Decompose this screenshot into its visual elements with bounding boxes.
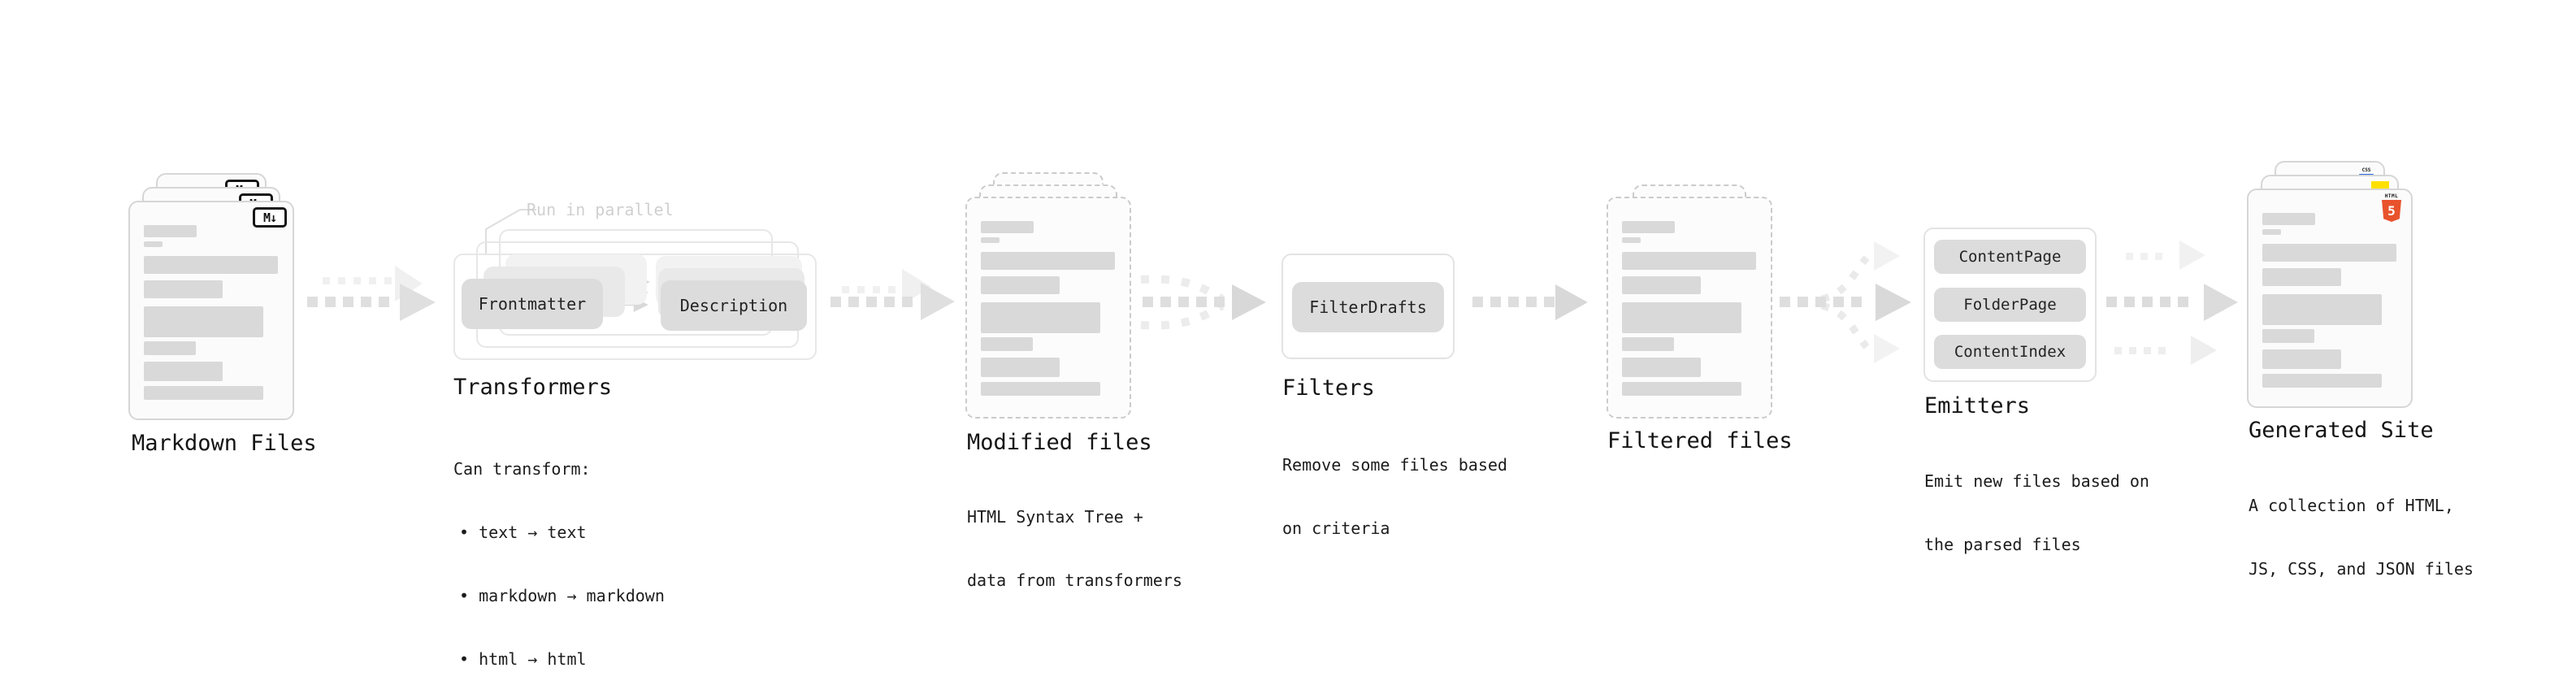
stage-sub-emitters: Emit new files based on the parsed files bbox=[1924, 428, 2149, 597]
emitters-card: ContentPage FolderPage ContentIndex bbox=[1923, 228, 2097, 382]
stage-label-generated-site: Generated Site bbox=[2249, 418, 2434, 443]
placeholder-text-lines bbox=[981, 221, 1115, 396]
doc-card bbox=[1607, 197, 1772, 419]
sub-line: the parsed files bbox=[1924, 535, 2081, 554]
description-chip: Description bbox=[661, 280, 807, 331]
doc-card: M↓ bbox=[128, 201, 294, 420]
generated-site-stack: CSS HTML 5 bbox=[2247, 161, 2413, 408]
sub-line: Emit new files based on bbox=[1924, 471, 2149, 491]
sub-line: A collection of HTML, bbox=[2249, 496, 2454, 515]
arrow-modified-to-filters bbox=[1140, 275, 1266, 330]
stage-label-filtered-files: Filtered files bbox=[1607, 428, 1793, 453]
sub-line: Remove some files based bbox=[1282, 455, 1507, 475]
stage-label-transformers: Transformers bbox=[453, 375, 613, 400]
markdown-icon: M↓ bbox=[253, 207, 287, 228]
sub-line: on criteria bbox=[1282, 518, 1390, 538]
arrow-emitters-to-generated bbox=[2106, 241, 2238, 365]
filtered-files-stack bbox=[1607, 184, 1772, 419]
html5-icon: HTML 5 bbox=[2381, 193, 2402, 222]
doc-card bbox=[965, 197, 1131, 419]
placeholder-text-lines bbox=[144, 225, 278, 400]
contentindex-chip: ContentIndex bbox=[1934, 335, 2086, 369]
filterdrafts-chip: FilterDrafts bbox=[1292, 282, 1444, 332]
frontmatter-chip: Frontmatter bbox=[462, 279, 603, 329]
stage-sub-modified-files: HTML Syntax Tree + data from transformer… bbox=[967, 464, 1182, 633]
stage-label-emitters: Emitters bbox=[1924, 393, 2031, 419]
stage-label-filters: Filters bbox=[1282, 375, 1375, 401]
arrow-transformers-to-modified bbox=[842, 269, 931, 305]
markdown-files-stack: M↓ M↓ M↓ bbox=[128, 173, 294, 420]
stage-sub-filters: Remove some files based on criteria bbox=[1282, 412, 1507, 581]
placeholder-text-lines bbox=[1622, 221, 1756, 396]
sub-line: • markdown → markdown bbox=[459, 586, 665, 605]
sub-line: HTML Syntax Tree + bbox=[967, 507, 1143, 527]
arrow-markdown-to-transformers bbox=[323, 266, 423, 301]
modified-files-stack bbox=[965, 172, 1131, 419]
placeholder-text-lines bbox=[2262, 213, 2396, 388]
arrow-filters-to-filtered bbox=[1472, 284, 1588, 320]
sub-line: • html → html bbox=[459, 649, 587, 669]
stage-label-modified-files: Modified files bbox=[967, 430, 1152, 455]
contentpage-chip: ContentPage bbox=[1934, 240, 2086, 274]
stage-sub-generated-site: A collection of HTML, JS, CSS, and JSON … bbox=[2249, 453, 2474, 622]
run-in-parallel-annotation: Run in parallel bbox=[527, 200, 674, 219]
filters-card: FilterDrafts bbox=[1281, 254, 1455, 359]
sub-line: Can transform: bbox=[453, 459, 591, 479]
sub-line: • text → text bbox=[459, 523, 587, 542]
folderpage-chip: FolderPage bbox=[1934, 288, 2086, 322]
js-icon bbox=[2371, 181, 2389, 189]
sub-line: data from transformers bbox=[967, 570, 1182, 590]
stage-label-markdown-files: Markdown Files bbox=[132, 431, 317, 456]
sub-line: JS, CSS, and JSON files bbox=[2249, 559, 2474, 579]
stage-sub-transformers: Can transform: • text → text • markdown … bbox=[453, 416, 665, 681]
doc-card: HTML 5 bbox=[2247, 189, 2413, 408]
arrow-filtered-to-emitters bbox=[1780, 241, 1911, 363]
